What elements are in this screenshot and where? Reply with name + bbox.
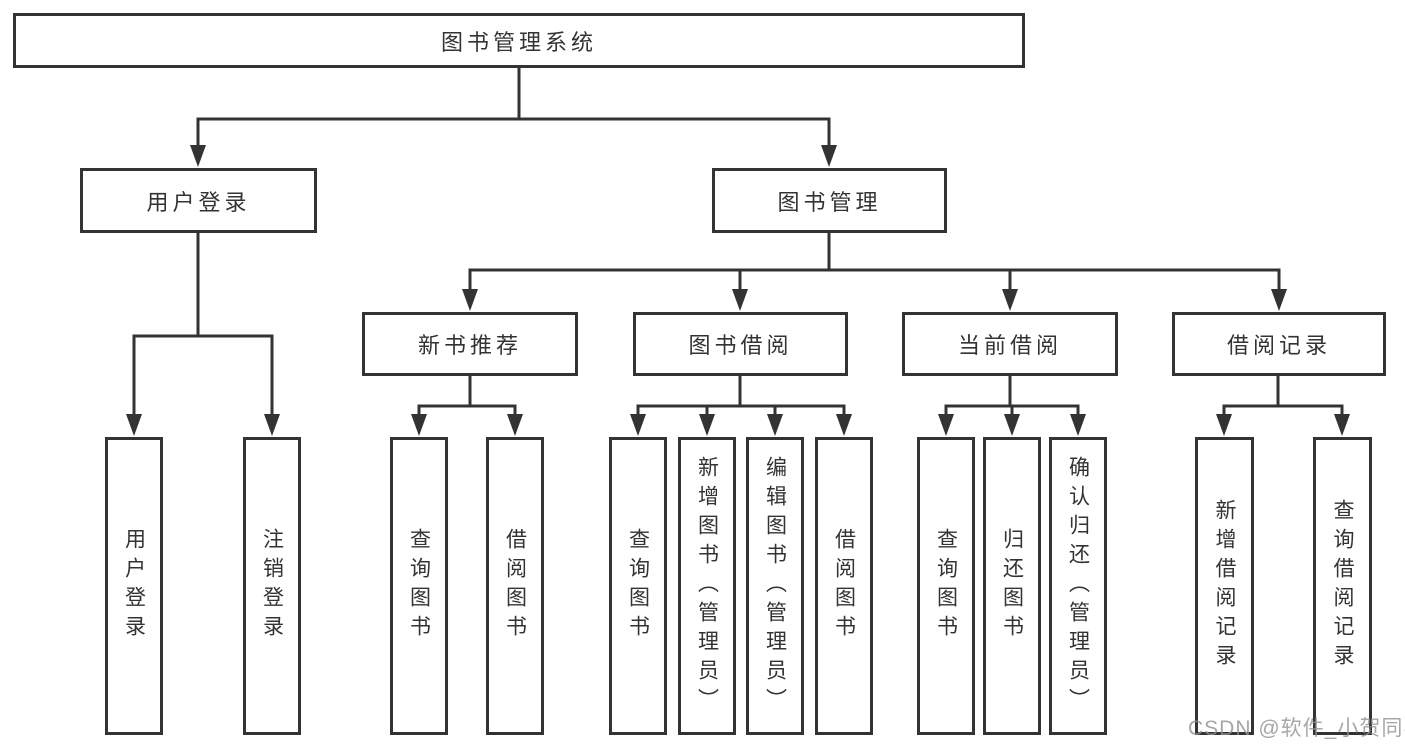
- arrowhead-icon: [507, 414, 523, 436]
- arrowhead-icon: [821, 145, 837, 167]
- arrowhead-icon: [190, 145, 206, 167]
- leaf-logout-label: 注销登录: [260, 528, 284, 644]
- leaf-add-books-admin: 新增图书（管理员）: [678, 437, 736, 735]
- arrowhead-icon: [767, 414, 783, 436]
- leaf-add-books-admin-label: 新增图书（管理员）: [695, 455, 719, 717]
- node-borrowing-records: 借阅记录: [1172, 312, 1386, 376]
- leaf-confirm-return-admin: 确认归还（管理员）: [1049, 437, 1107, 735]
- arrowhead-icon: [462, 289, 478, 311]
- arrowhead-icon: [1216, 414, 1232, 436]
- arrowhead-icon: [836, 414, 852, 436]
- leaf-return-books: 归还图书: [983, 437, 1041, 735]
- csdn-watermark: CSDN @软件_小贺同学: [1188, 717, 1405, 740]
- leaf-logout: 注销登录: [243, 437, 301, 735]
- arrowhead-icon: [732, 289, 748, 311]
- arrowhead-icon: [1002, 289, 1018, 311]
- leaf-borrow-books-recommendation: 借阅图书: [486, 437, 544, 735]
- arrowhead-icon: [1271, 289, 1287, 311]
- node-book-borrowing-label: 图书借阅: [688, 333, 793, 358]
- arrowhead-icon: [411, 414, 427, 436]
- connector-group5-split: [1222, 376, 1344, 420]
- arrowhead-icon: [699, 414, 715, 436]
- connector-group1-split: [132, 334, 274, 420]
- node-book-management: 图书管理: [712, 168, 947, 233]
- leaf-add-borrow-record-label: 新增借阅记录: [1213, 499, 1236, 673]
- leaf-query-borrow-record-label: 查询借阅记录: [1331, 499, 1354, 673]
- leaf-confirm-return-admin-label: 确认归还（管理员）: [1066, 455, 1090, 717]
- leaf-query-books-recommendation-label: 查询图书: [407, 528, 431, 644]
- connector-group4-split: [944, 376, 1080, 420]
- node-book-management-label: 图书管理: [777, 189, 882, 215]
- node-borrowing-records-label: 借阅记录: [1226, 333, 1331, 358]
- node-book-borrowing: 图书借阅: [633, 312, 848, 376]
- connector-group3-split: [636, 376, 846, 420]
- leaf-user-login-label: 用户登录: [122, 528, 146, 644]
- connector-level3-mid-drops: [738, 270, 1012, 296]
- arrowhead-icon: [938, 414, 954, 436]
- node-new-book-recommendation: 新书推荐: [362, 312, 578, 376]
- arrowhead-icon: [1334, 414, 1350, 436]
- leaf-user-login: 用户登录: [105, 437, 163, 735]
- node-user-login: 用户登录: [80, 168, 317, 233]
- leaf-query-books-borrowing-label: 查询图书: [626, 528, 650, 644]
- leaf-query-books-borrowing: 查询图书: [609, 437, 667, 735]
- arrowhead-icon: [126, 414, 142, 436]
- node-current-borrowing: 当前借阅: [902, 312, 1118, 376]
- node-current-borrowing-label: 当前借阅: [957, 333, 1062, 358]
- node-new-book-recommendation-label: 新书推荐: [417, 333, 522, 358]
- arrowheads: [126, 145, 1350, 436]
- arrowhead-icon: [1070, 414, 1086, 436]
- node-library-management-system: 图书管理系统: [13, 13, 1025, 68]
- arrowhead-icon: [630, 414, 646, 436]
- leaf-borrow-books-recommendation-label: 借阅图书: [503, 528, 527, 644]
- connector-level2-split: [196, 117, 831, 150]
- leaf-query-books-recommendation: 查询图书: [390, 437, 448, 735]
- arrowhead-icon: [264, 414, 280, 436]
- node-library-management-system-label: 图书管理系统: [440, 29, 597, 55]
- connector-group2-split: [417, 376, 517, 420]
- leaf-return-books-label: 归还图书: [1000, 528, 1024, 644]
- leaf-edit-books-admin-label: 编辑图书（管理员）: [763, 455, 787, 717]
- connector-level3-split: [468, 268, 1281, 296]
- arrowhead-icon: [1004, 414, 1020, 436]
- leaf-query-books-current: 查询图书: [917, 437, 975, 735]
- node-user-login-label: 用户登录: [146, 189, 251, 215]
- leaf-borrow-books-borrowing: 借阅图书: [815, 437, 873, 735]
- leaf-edit-books-admin: 编辑图书（管理员）: [746, 437, 804, 735]
- leaf-query-borrow-record: 查询借阅记录: [1313, 437, 1372, 735]
- leaf-add-borrow-record: 新增借阅记录: [1195, 437, 1254, 735]
- leaf-borrow-books-borrowing-label: 借阅图书: [832, 528, 856, 644]
- leaf-query-books-current-label: 查询图书: [934, 528, 958, 644]
